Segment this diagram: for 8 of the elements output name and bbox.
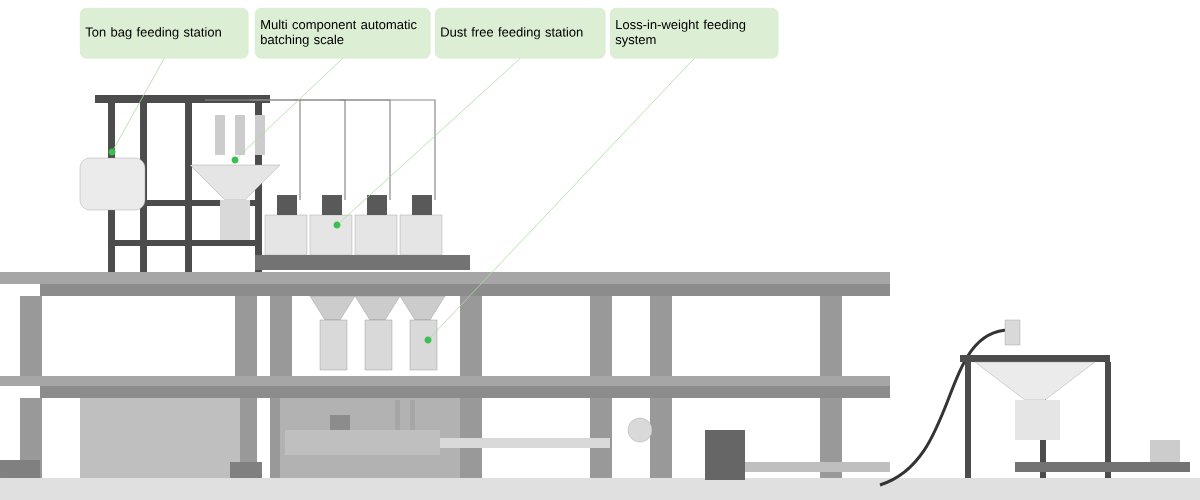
callout-box: Dust free feeding station [435,8,606,59]
leader-line [339,58,521,223]
leader-line [430,58,695,338]
callout-box: Loss-in-weight feeding system [610,8,779,59]
callout-box: Multi component automatic batching scale [255,8,431,59]
callout-box: Ton bag feeding station [80,8,249,59]
leader-line [237,58,344,158]
leader-line [113,58,165,150]
